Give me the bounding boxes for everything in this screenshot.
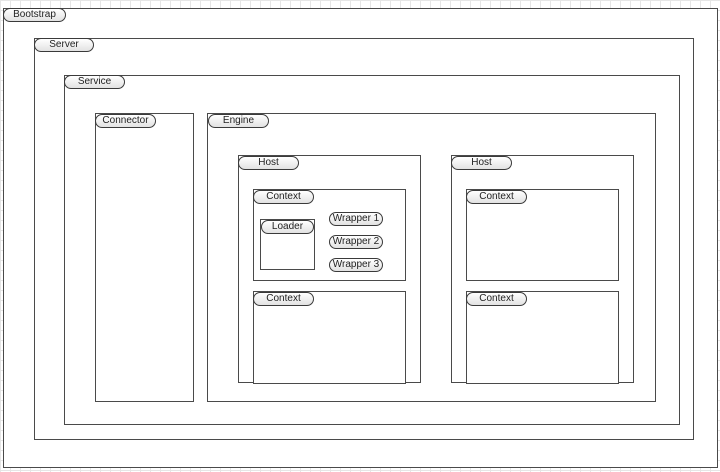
connector-label: Connector (95, 114, 156, 128)
context-right-bottom-label: Context (466, 292, 527, 306)
server-label: Server (34, 38, 94, 52)
context-left-top-label: Context (253, 190, 314, 204)
context-right-top-box (466, 189, 619, 281)
host-right-label: Host (451, 156, 512, 170)
service-label: Service (64, 75, 125, 89)
wrapper-3-pill: Wrapper 3 (329, 258, 383, 272)
context-right-bottom-box (466, 291, 619, 384)
context-left-bottom-box (253, 291, 406, 384)
context-left-bottom-label: Context (253, 292, 314, 306)
wrapper-2-pill: Wrapper 2 (329, 235, 383, 249)
host-left-label: Host (238, 156, 299, 170)
connector-box (95, 113, 194, 402)
context-right-top-label: Context (466, 190, 527, 204)
engine-label: Engine (208, 114, 269, 128)
bootstrap-label: Bootstrap (3, 8, 66, 22)
loader-label: Loader (261, 220, 314, 234)
wrapper-1-pill: Wrapper 1 (329, 212, 383, 226)
